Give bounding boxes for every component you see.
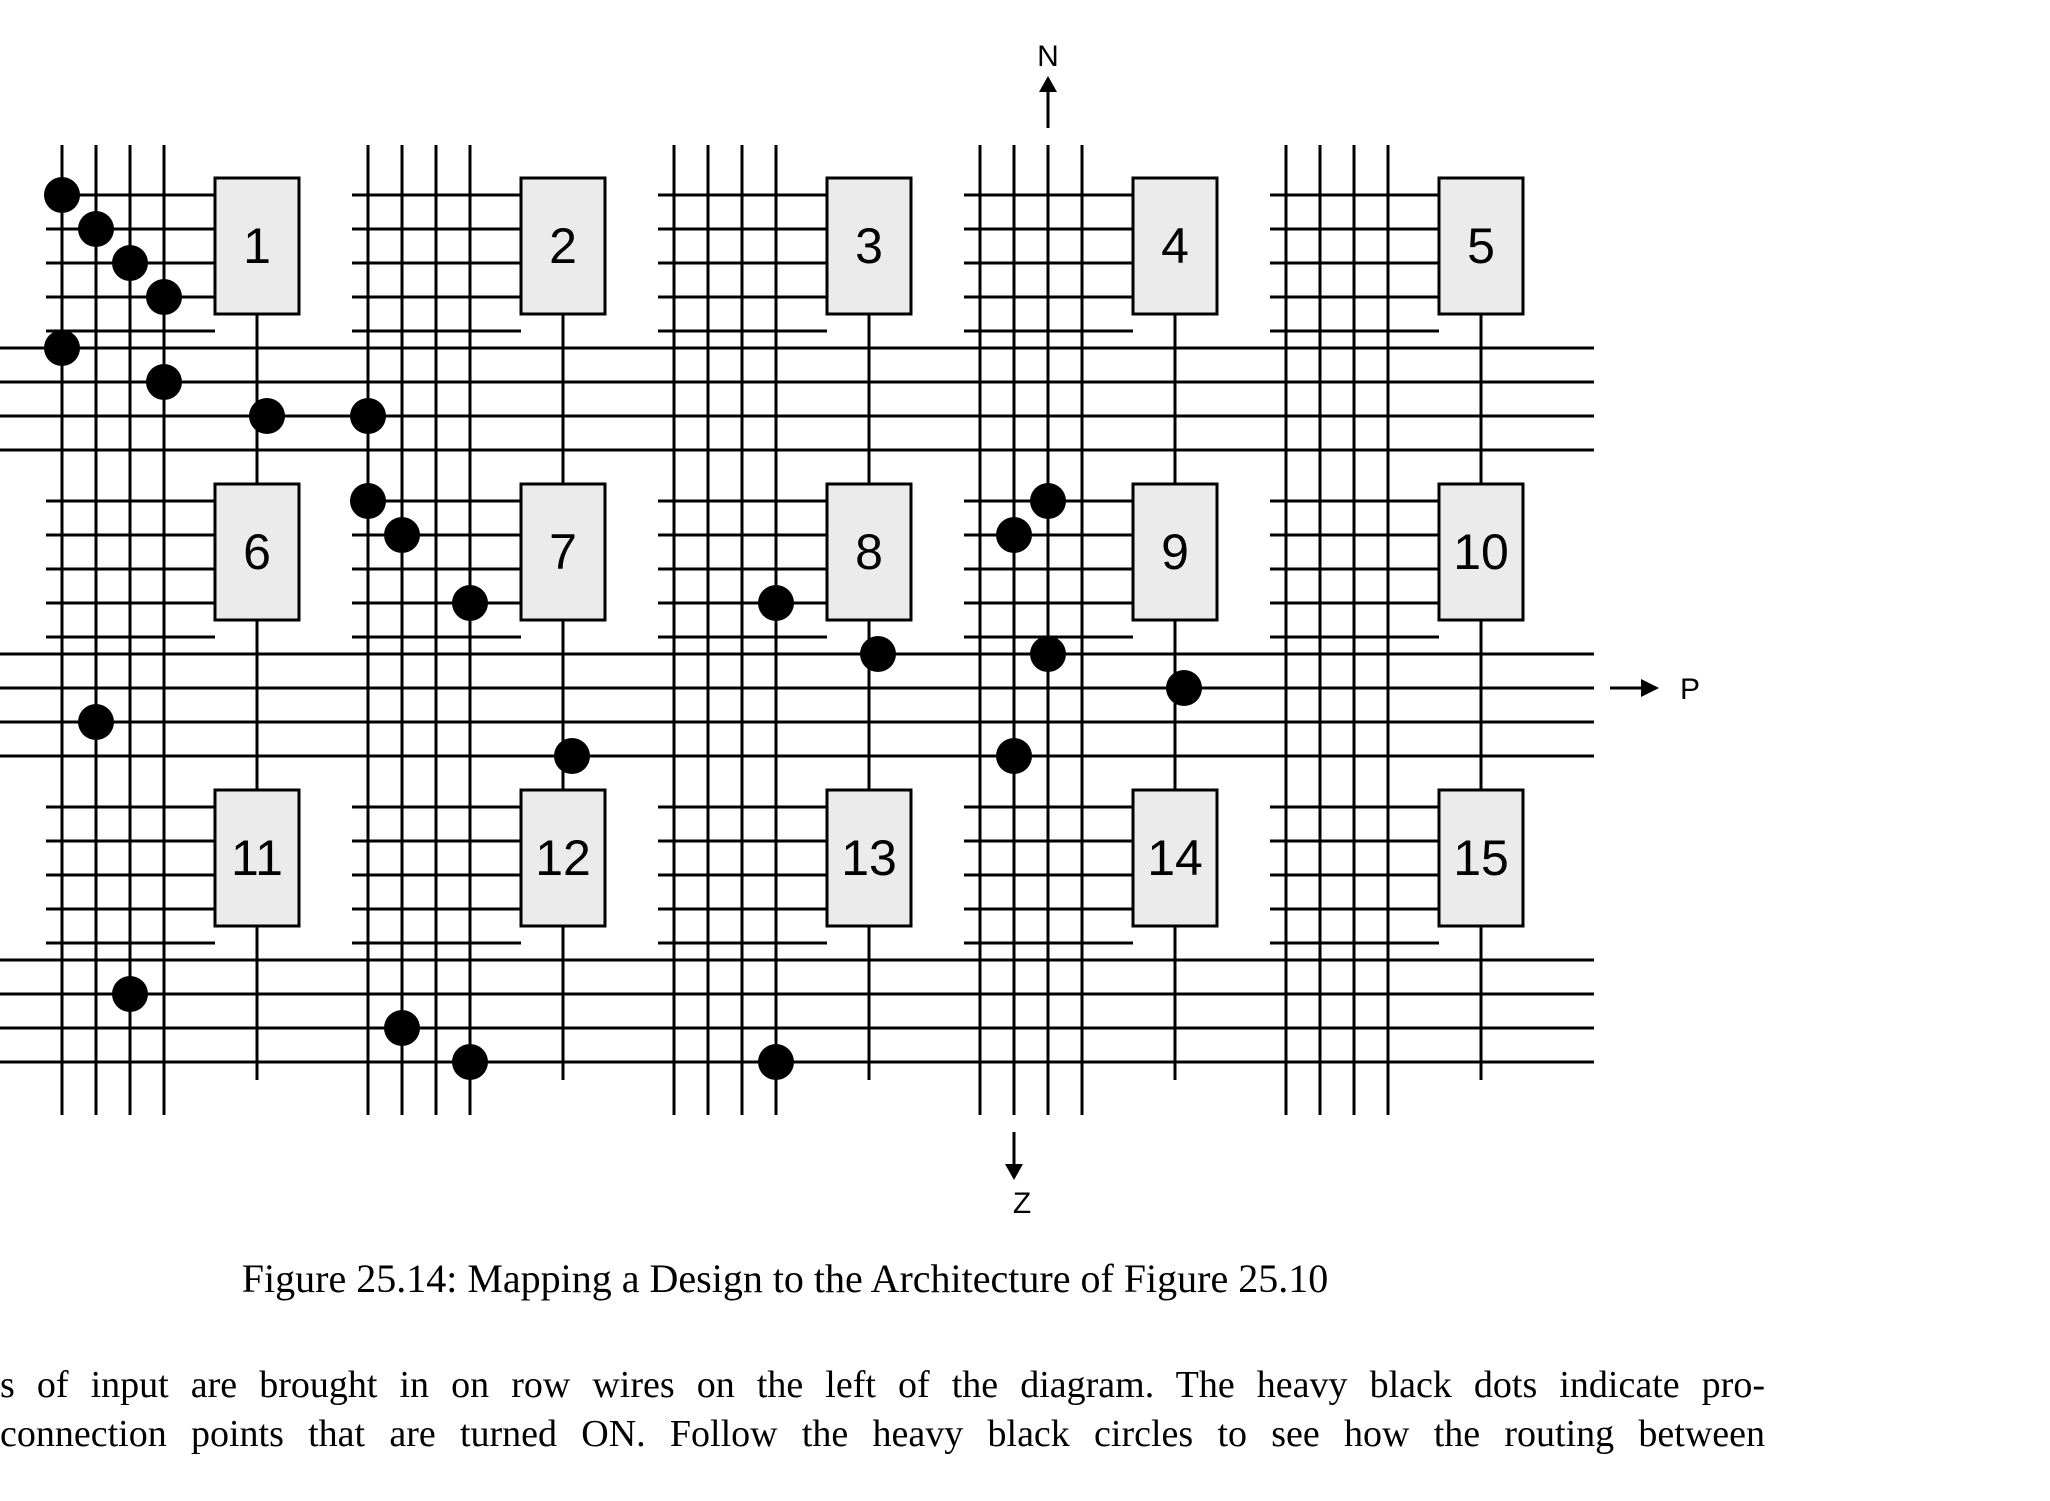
logic-block-2: 2	[519, 176, 607, 316]
logic-block-3: 3	[825, 176, 913, 316]
connection-dot-6	[146, 364, 182, 400]
logic-block-5: 5	[1437, 176, 1525, 316]
connection-dot-9	[350, 483, 386, 519]
logic-block-box	[213, 482, 301, 622]
logic-block-box	[1131, 482, 1219, 622]
connection-dot-11	[452, 585, 488, 621]
connection-dot-5	[44, 330, 80, 366]
logic-block-4: 4	[1131, 176, 1219, 316]
connection-dot-13	[996, 517, 1032, 553]
signal-label-south: Z	[1013, 1187, 1031, 1220]
logic-block-12: 12	[519, 788, 607, 928]
logic-block-label: 13	[841, 830, 897, 886]
logic-block-7: 7	[519, 482, 607, 622]
logic-block-label: 9	[1161, 524, 1189, 580]
logic-block-label: 1	[243, 218, 271, 274]
connection-dot-17	[1166, 670, 1202, 706]
connection-dot-20	[996, 738, 1032, 774]
connection-points-on	[44, 177, 1202, 1080]
routing-wires	[0, 145, 1594, 1115]
logic-block-label: 7	[549, 524, 577, 580]
logic-block-box	[519, 788, 607, 928]
logic-block-label: 4	[1161, 218, 1189, 274]
logic-block-label: 15	[1453, 830, 1509, 886]
logic-block-box	[519, 482, 607, 622]
logic-block-box	[519, 176, 607, 316]
connection-dot-15	[860, 636, 896, 672]
io-signals: N Z P	[1005, 40, 1700, 1220]
connection-dot-4	[146, 279, 182, 315]
logic-block-box	[825, 482, 913, 622]
connection-dot-3	[112, 245, 148, 281]
logic-block-label: 10	[1453, 524, 1509, 580]
logic-block-9: 9	[1131, 482, 1219, 622]
logic-block-11: 11	[213, 788, 301, 928]
logic-block-15: 15	[1437, 788, 1525, 928]
logic-block-8: 8	[825, 482, 913, 622]
logic-block-box	[1437, 788, 1525, 928]
connection-dot-7	[249, 398, 285, 434]
logic-block-label: 6	[243, 524, 271, 580]
body-text-line-2: connection points that are turned ON. Fo…	[0, 1413, 1765, 1455]
logic-block-1: 1	[213, 176, 301, 316]
connection-dot-24	[758, 1044, 794, 1080]
logic-block-label: 8	[855, 524, 883, 580]
logic-block-box	[825, 176, 913, 316]
logic-block-box	[1131, 176, 1219, 316]
logic-block-box	[1131, 788, 1219, 928]
body-text-line-1: s of input are brought in on row wires o…	[0, 1364, 1765, 1406]
logic-block-box	[825, 788, 913, 928]
connection-dot-23	[452, 1044, 488, 1080]
logic-block-label: 12	[535, 830, 591, 886]
logic-block-box	[1437, 482, 1525, 622]
connection-dot-18	[78, 704, 114, 740]
logic-block-label: 3	[855, 218, 883, 274]
connection-dot-16	[1030, 636, 1066, 672]
logic-block-box	[213, 176, 301, 316]
logic-block-13: 13	[825, 788, 913, 928]
connection-dot-1	[44, 177, 80, 213]
logic-block-label: 2	[549, 218, 577, 274]
logic-block-box	[1437, 176, 1525, 316]
signal-label-north: N	[1037, 40, 1059, 73]
connection-dot-19	[554, 738, 590, 774]
logic-block-10: 10	[1437, 482, 1525, 622]
connection-dot-8	[350, 398, 386, 434]
figure-caption: Figure 25.14: Mapping a Design to the Ar…	[241, 1256, 1329, 1301]
signal-label-east: P	[1680, 673, 1700, 706]
connection-dot-10	[384, 517, 420, 553]
connection-dot-22	[384, 1010, 420, 1046]
connection-dot-21	[112, 976, 148, 1012]
logic-block-6: 6	[213, 482, 301, 622]
connection-dot-14	[1030, 483, 1066, 519]
south-arrow-icon	[1005, 1164, 1023, 1180]
logic-block-label: 14	[1147, 830, 1203, 886]
connection-dot-12	[758, 585, 794, 621]
connection-dot-2	[78, 211, 114, 247]
logic-block-label: 5	[1467, 218, 1495, 274]
logic-block-14: 14	[1131, 788, 1219, 928]
north-arrow-icon	[1039, 76, 1057, 92]
east-arrow-icon	[1641, 679, 1659, 697]
logic-block-label: 11	[231, 830, 283, 886]
logic-block-box	[213, 788, 301, 928]
